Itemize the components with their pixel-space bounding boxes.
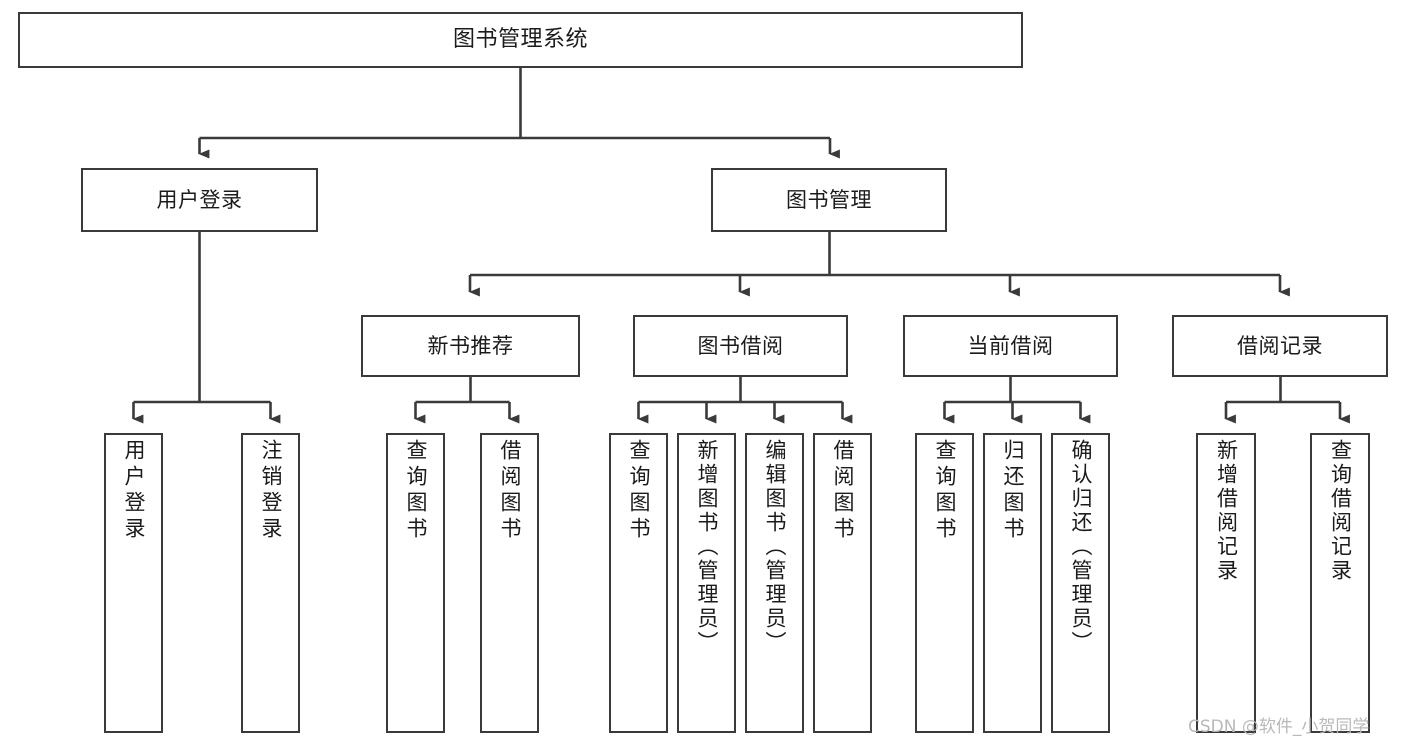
leaf-node[interactable]: 查询图书 xyxy=(386,433,445,733)
leaf-node[interactable]: 新增借阅记录 xyxy=(1196,433,1256,733)
leaf-node-label: 用户登录 xyxy=(122,439,146,543)
leaf-node-label: 借阅图书 xyxy=(498,439,522,543)
node-book-management[interactable]: 图书管理 xyxy=(711,168,947,232)
leaf-node-label: 注销登录 xyxy=(259,439,283,543)
leaf-node[interactable]: 查询图书 xyxy=(915,433,974,733)
node-root[interactable]: 图书管理系统 xyxy=(18,12,1023,68)
leaf-node[interactable]: 查询图书 xyxy=(609,433,668,733)
node-book-borrow-label: 图书借阅 xyxy=(697,333,784,358)
node-current-borrow[interactable]: 当前借阅 xyxy=(903,315,1118,377)
node-current-borrow-label: 当前借阅 xyxy=(967,333,1054,358)
leaf-node-label: 查询图书 xyxy=(627,439,651,543)
leaf-node[interactable]: 新增图书（管理员） xyxy=(677,433,736,733)
leaf-node[interactable]: 确认归还（管理员） xyxy=(1051,433,1110,733)
leaf-node[interactable]: 用户登录 xyxy=(104,433,163,733)
watermark: CSDN @软件_小贺同学 xyxy=(1188,717,1370,737)
leaf-node[interactable]: 借阅图书 xyxy=(480,433,539,733)
leaf-node-label: 查询借阅记录 xyxy=(1328,439,1353,583)
leaf-node-label: 查询图书 xyxy=(404,439,428,543)
leaf-node-label: 编辑图书（管理员） xyxy=(763,439,787,655)
leaf-node-label: 确认归还（管理员） xyxy=(1069,439,1093,655)
node-new-book-recommend[interactable]: 新书推荐 xyxy=(361,315,580,377)
node-book-borrow[interactable]: 图书借阅 xyxy=(633,315,848,377)
leaf-node[interactable]: 查询借阅记录 xyxy=(1310,433,1370,733)
node-root-label: 图书管理系统 xyxy=(452,27,588,53)
leaf-node[interactable]: 编辑图书（管理员） xyxy=(745,433,804,733)
node-borrow-records[interactable]: 借阅记录 xyxy=(1172,315,1388,377)
leaf-node-label: 新增借阅记录 xyxy=(1214,439,1239,583)
leaf-node-label: 新增图书（管理员） xyxy=(695,439,719,655)
node-new-book-recommend-label: 新书推荐 xyxy=(427,333,514,358)
leaf-node[interactable]: 归还图书 xyxy=(983,433,1042,733)
leaf-node-label: 借阅图书 xyxy=(831,439,855,543)
node-borrow-records-label: 借阅记录 xyxy=(1237,333,1323,358)
leaf-node[interactable]: 借阅图书 xyxy=(813,433,872,733)
leaf-node-label: 查询图书 xyxy=(933,439,957,543)
node-user-login-label: 用户登录 xyxy=(156,187,243,212)
node-book-management-label: 图书管理 xyxy=(786,187,872,212)
leaf-node[interactable]: 注销登录 xyxy=(241,433,300,733)
node-user-login[interactable]: 用户登录 xyxy=(81,168,318,232)
leaf-node-label: 归还图书 xyxy=(1001,439,1025,543)
